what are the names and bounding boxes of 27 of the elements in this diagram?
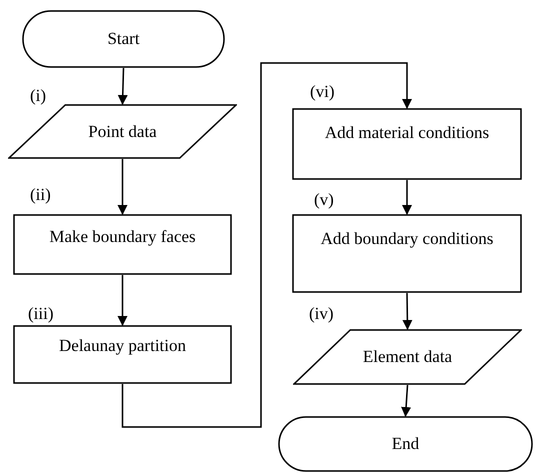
node-label: End xyxy=(390,433,420,455)
arrow xyxy=(402,180,412,215)
step-number: (i) xyxy=(30,86,46,106)
node-label: Make boundary faces xyxy=(48,226,197,248)
node-label: Element data xyxy=(362,346,454,368)
data-parallelogram xyxy=(293,329,522,385)
step-number: (v) xyxy=(314,190,334,210)
process-box xyxy=(292,108,522,180)
process-box xyxy=(292,214,522,293)
arrow xyxy=(402,292,412,330)
node-label: Start xyxy=(106,28,141,50)
arrow xyxy=(401,384,412,417)
arrow xyxy=(118,159,128,215)
process-box xyxy=(13,325,232,384)
step-number: (vi) xyxy=(310,82,335,102)
step-number: (iii) xyxy=(28,304,54,324)
arrow xyxy=(118,275,128,326)
process-box xyxy=(13,214,232,275)
node-label: Add boundary conditions xyxy=(320,228,494,250)
step-number: (ii) xyxy=(30,185,51,205)
node-label: Point data xyxy=(87,120,158,142)
step-number: (iv) xyxy=(309,304,334,324)
data-parallelogram xyxy=(8,104,237,159)
arrow xyxy=(118,68,128,105)
node-label: Delaunay partition xyxy=(58,335,187,357)
node-label: Add material conditions xyxy=(324,122,490,144)
arrow xyxy=(122,62,412,428)
